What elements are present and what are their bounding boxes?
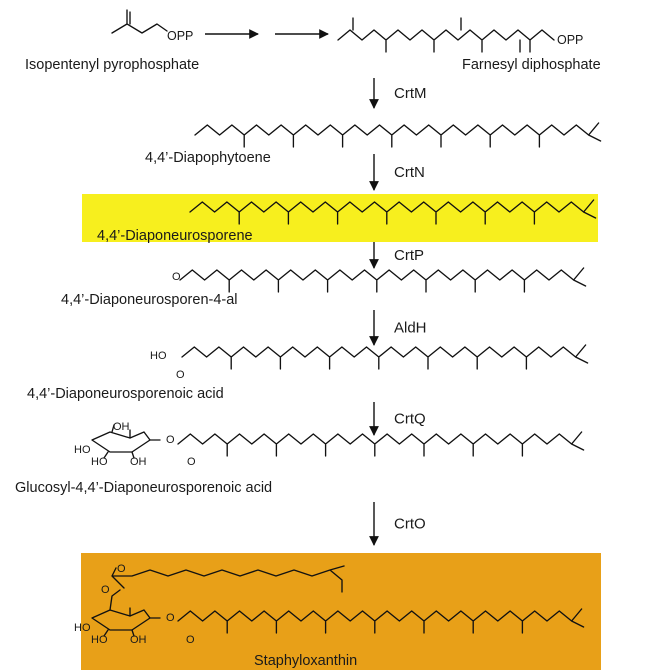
diaponeurosporenoic-acid-label: 4,4’-Diaponeurosporenoic acid — [27, 386, 224, 402]
enzyme-label-crtm: CrtM — [394, 85, 427, 102]
isopentenyl-pyrophosphate-structure — [111, 9, 168, 34]
enzyme-label-crtn: CrtN — [394, 164, 425, 181]
opp-group-end: OPP — [557, 33, 583, 47]
enzyme-label-crtp: CrtP — [394, 247, 424, 264]
staph-ho-bottom-atom: HO — [91, 634, 108, 646]
enzyme-label-aldh: AldH — [394, 320, 427, 337]
glucose-oh-top-atom: OH — [113, 421, 130, 433]
highlight-diaponeurosporene — [82, 194, 598, 242]
diaponeurosporenoic-acid-structure — [181, 344, 589, 370]
staph-carbonyl-o-atom: O — [186, 634, 195, 646]
enzyme-arrows: CrtM CrtN CrtP AldH CrtQ CrtO — [369, 78, 427, 546]
glucose-oh-bottom-atom: OH — [130, 456, 147, 468]
ester-o-atom: O — [117, 563, 126, 575]
highlight-staphyloxanthin — [81, 553, 601, 670]
acid-carbonyl-o-atom: O — [176, 369, 185, 381]
diapophytoene-structure — [194, 122, 602, 148]
diaponeurosporene-label: 4,4’-Diaponeurosporene — [97, 228, 253, 244]
farnesyl-diphosphate-label: Farnesyl diphosphate — [462, 57, 601, 73]
glucosyl-diaponeurosporenoic-acid-structure — [91, 424, 585, 459]
enzyme-label-crtq: CrtQ — [394, 411, 426, 428]
glucosyl-carbonyl-o-atom: O — [187, 456, 196, 468]
diapophytoene-label: 4,4’-Diapophytoene — [145, 150, 271, 166]
staphyloxanthin-structure — [91, 565, 585, 637]
staph-oh-bottom-atom: OH — [130, 634, 147, 646]
staph-glucose-ester-o-atom: O — [166, 612, 175, 624]
aldehyde-o-atom: O — [172, 271, 181, 283]
acid-ho-atom: HO — [150, 350, 167, 362]
isopentenyl-pyrophosphate-label: Isopentenyl pyrophosphate — [25, 57, 199, 73]
enzyme-label-crto: CrtO — [394, 516, 426, 533]
diaponeurosporen-4-al-structure — [179, 267, 587, 293]
farnesyl-diphosphate-structure — [337, 17, 555, 53]
diaponeurosporen-4-al-label: 4,4’-Diaponeurosporen-4-al — [61, 292, 238, 308]
opp-group-start: OPP — [167, 29, 193, 43]
glucosyl-diaponeurosporenoic-acid-label: Glucosyl-4,4’-Diaponeurosporenoic acid — [15, 480, 272, 496]
staphyloxanthin-label: Staphyloxanthin — [254, 653, 357, 669]
glucose-ho-left-atom: HO — [74, 444, 91, 456]
ester-link-o-atom: O — [101, 584, 110, 596]
staph-ho-left-atom: HO — [74, 622, 91, 634]
diaponeurosporene-structure — [189, 199, 597, 225]
glucose-ester-o-atom: O — [166, 434, 175, 446]
glucose-ho-bottom-atom: HO — [91, 456, 108, 468]
